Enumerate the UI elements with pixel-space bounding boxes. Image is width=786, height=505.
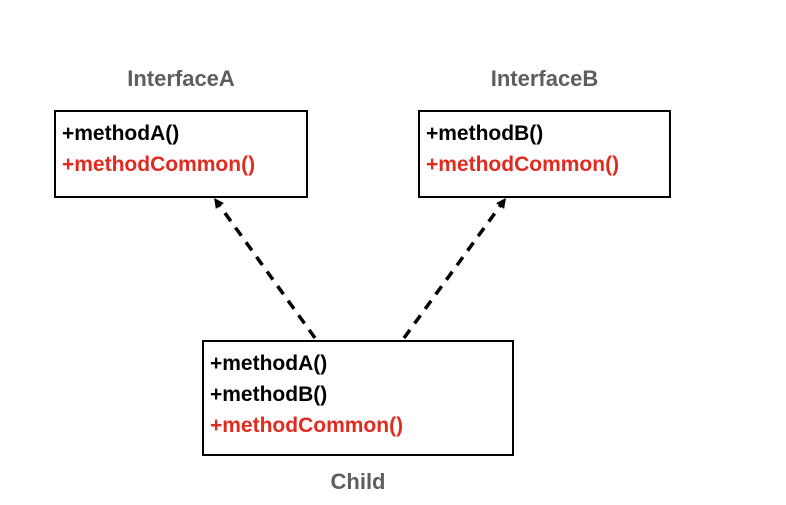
interface-b-title: InterfaceB bbox=[490, 66, 599, 91]
interface-b-box: +methodB() +methodCommon() bbox=[418, 110, 671, 198]
interface-a-method-a: +methodA() bbox=[62, 122, 180, 145]
interface-a-title: InterfaceA bbox=[127, 66, 235, 91]
interface-a-box: +methodA() +methodCommon() bbox=[54, 110, 308, 198]
interface-b-method-common: +methodCommon() bbox=[426, 153, 620, 176]
child-method-a: +methodA() bbox=[210, 352, 328, 375]
child-method-common: +methodCommon() bbox=[210, 414, 404, 437]
interface-a-method-common: +methodCommon() bbox=[62, 153, 256, 176]
child-method-b: +methodB() bbox=[210, 383, 328, 406]
child-box: +methodA() +methodB() +methodCommon() bbox=[202, 340, 514, 456]
interface-b-method-b: +methodB() bbox=[426, 122, 544, 145]
child-to-interface-b-arrow bbox=[402, 197, 506, 340]
child-title: Child bbox=[330, 469, 386, 494]
child-to-interface-a-arrow bbox=[214, 197, 317, 340]
